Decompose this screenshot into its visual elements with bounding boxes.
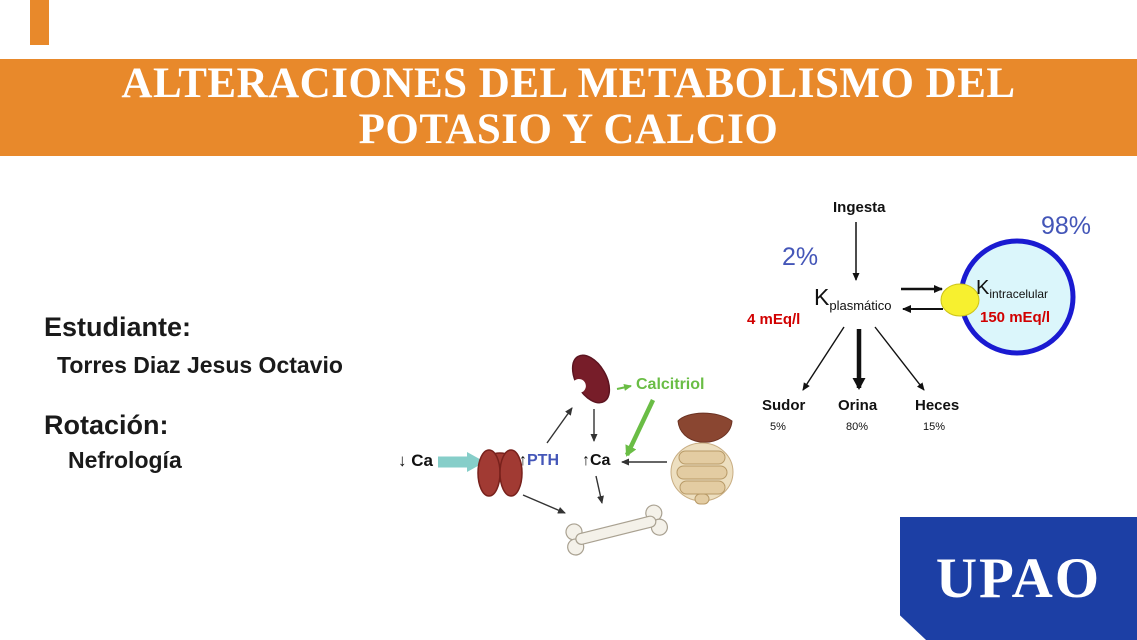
arrow-plasma-to-heces [874,326,925,391]
arrow-kidney-to-calcitriol [616,384,632,391]
k-intracellular-label: Kintracelular [976,277,1049,301]
arrow-calcitriol-to-ca [624,399,656,457]
arrow-thyroid-to-bone [522,494,566,514]
thyroid-illustration [477,449,523,497]
bone-illustration [565,504,668,556]
potassium-diagram [802,222,1076,391]
calcium-diagram [438,354,734,556]
student-label: Estudiante: [44,312,192,342]
low-calcium-label: ↓ Ca [398,451,433,470]
k-intracellular-symbol: K [976,277,990,299]
output-heces-percent: 15% [923,421,946,433]
k-plasmatic-symbol: K [814,284,830,310]
rotation-label: Rotación: [44,410,169,440]
membrane-pump-icon [940,283,980,317]
output-heces-label: Heces [915,397,960,414]
intracellular-concentration-label: 150 mEq/l [980,309,1051,326]
output-orina-label: Orina [838,397,878,414]
output-sudor-percent: 5% [770,421,786,433]
slide-title: ALTERACIONES DEL METABOLISMO DEL POTASIO… [0,59,1137,152]
plasma-percent-label: 2% [782,243,819,271]
orange-tab-decoration [30,0,49,45]
plasma-concentration-label: 4 mEq/l [747,311,801,328]
up-arrow-icon: ↑ [519,452,527,469]
rotation-value: Nefrología [68,447,182,473]
pth-label: ↑PTH [519,452,559,470]
output-orina-percent: 80% [846,421,869,433]
increased-calcium-label: ↑Ca [582,452,611,469]
pth-text: PTH [527,452,559,469]
arrow-plasma-to-sudor [802,326,845,391]
arrow-ca-to-bone [595,475,604,504]
liver-illustration [677,412,733,443]
title-line-2: POTASIO Y CALCIO [358,105,779,153]
upao-logo: UPAO [900,517,1137,640]
kidney-illustration [571,354,611,404]
k-intracellular-subscript: intracelular [989,287,1049,301]
teal-right-arrow-icon [438,452,485,472]
title-banner: ALTERACIONES DEL METABOLISMO DEL POTASIO… [0,59,1137,156]
ingesta-label: Ingesta [833,199,886,216]
upao-logo-text: UPAO [935,547,1102,610]
student-name: Torres Diaz Jesus Octavio [57,352,343,378]
calcitriol-label: Calcitriol [636,376,705,393]
title-line-1: ALTERACIONES DEL METABOLISMO DEL [121,60,1016,107]
k-plasmatic-label: Kplasmático [814,284,892,313]
k-plasmatic-subscript: plasmático [829,298,892,313]
output-sudor-label: Sudor [762,397,806,414]
intestine-illustration [670,442,734,505]
arrow-pth-to-kidney [546,407,573,444]
intracellular-percent-label: 98% [1041,212,1092,240]
